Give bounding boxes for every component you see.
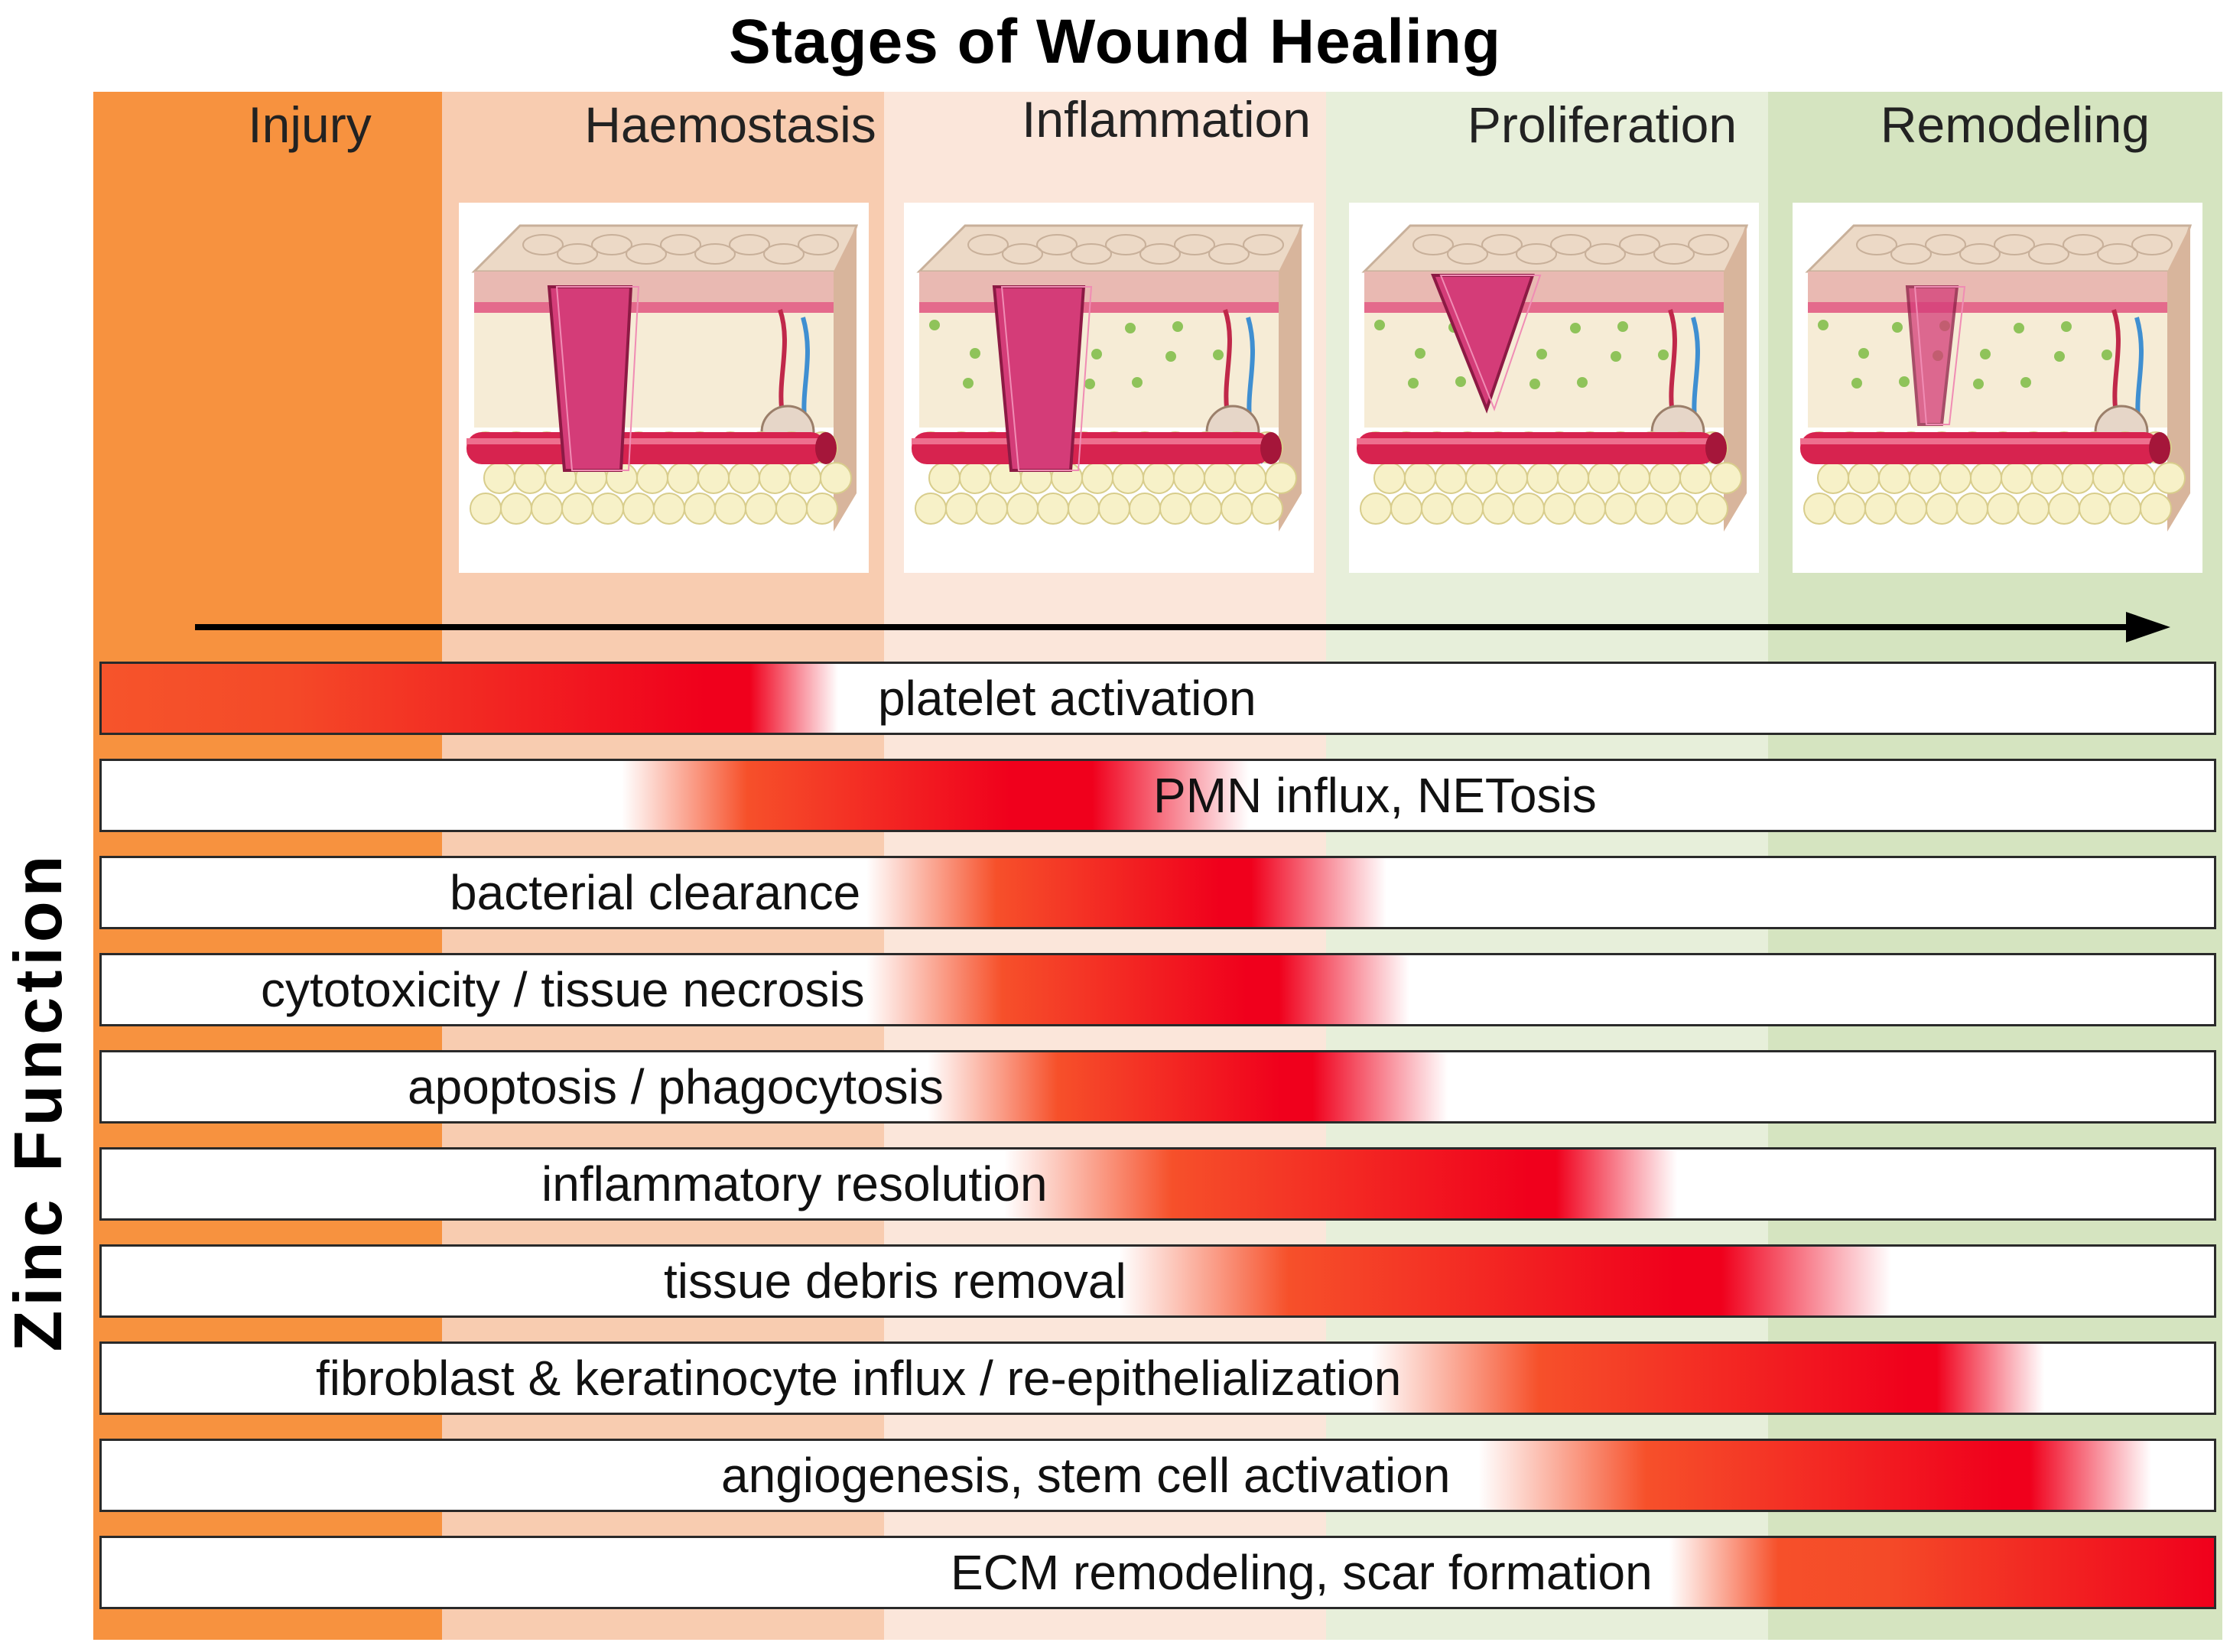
activity-gradient	[102, 664, 838, 733]
function-label: platelet activation	[878, 671, 1256, 726]
proliferation-skin-illustration	[1349, 203, 1759, 573]
activity-gradient	[1669, 1538, 2214, 1607]
activity-gradient	[1478, 1441, 2151, 1510]
function-bar-ecm-remodeling: ECM remodeling, scar formation	[99, 1536, 2216, 1609]
function-label: PMN influx, NETosis	[1153, 768, 1597, 823]
function-bar-fibroblast-keratinocyte: fibroblast & keratinocyte influx / re-ep…	[99, 1341, 2216, 1415]
function-bar-inflammatory-resolution: inflammatory resolution	[99, 1147, 2216, 1221]
function-label: inflammatory resolution	[541, 1156, 1048, 1211]
stage-label-proliferation: Proliferation	[1467, 96, 1738, 153]
function-label: angiogenesis, stem cell activation	[721, 1448, 1451, 1503]
function-label: apoptosis / phagocytosis	[408, 1059, 944, 1114]
function-label: ECM remodeling, scar formation	[951, 1545, 1653, 1600]
function-bar-cytotoxicity: cytotoxicity / tissue necrosis	[99, 953, 2216, 1026]
stage-label-remodeling: Remodeling	[1880, 96, 2150, 153]
function-bar-pmn-influx-netosis: PMN influx, NETosis	[99, 759, 2216, 832]
function-bar-tissue-debris-removal: tissue debris removal	[99, 1244, 2216, 1318]
activity-gradient	[866, 858, 1386, 927]
function-label: cytotoxicity / tissue necrosis	[261, 962, 865, 1017]
function-bar-apoptosis-phagocytosis: apoptosis / phagocytosis	[99, 1050, 2216, 1124]
activity-gradient	[866, 955, 1409, 1024]
stage-label-haemostasis: Haemostasis	[584, 96, 876, 153]
haemostasis-skin-illustration	[459, 203, 869, 573]
activity-gradient	[1119, 1247, 1891, 1315]
function-bar-angiogenesis: angiogenesis, stem cell activation	[99, 1439, 2216, 1512]
inflammation-skin-illustration	[904, 203, 1314, 573]
activity-gradient	[1004, 1150, 1677, 1218]
function-label: bacterial clearance	[450, 865, 861, 920]
stage-label-injury: Injury	[248, 96, 372, 153]
function-label: fibroblast & keratinocyte influx / re-ep…	[316, 1351, 1402, 1406]
function-bar-bacterial-clearance: bacterial clearance	[99, 856, 2216, 929]
function-label: tissue debris removal	[664, 1254, 1126, 1309]
axis-label-text: Zinc Function	[0, 850, 76, 1352]
activity-gradient	[1371, 1344, 2044, 1413]
stage-label-inflammation: Inflammation	[1022, 91, 1311, 148]
function-bar-platelet-activation: platelet activation	[99, 662, 2216, 735]
diagram-title: Stages of Wound Healing	[728, 7, 1502, 76]
activity-gradient	[928, 1052, 1448, 1121]
remodeling-skin-illustration	[1793, 203, 2202, 573]
activity-gradient	[622, 761, 1249, 830]
timeline-arrow	[195, 612, 2170, 642]
